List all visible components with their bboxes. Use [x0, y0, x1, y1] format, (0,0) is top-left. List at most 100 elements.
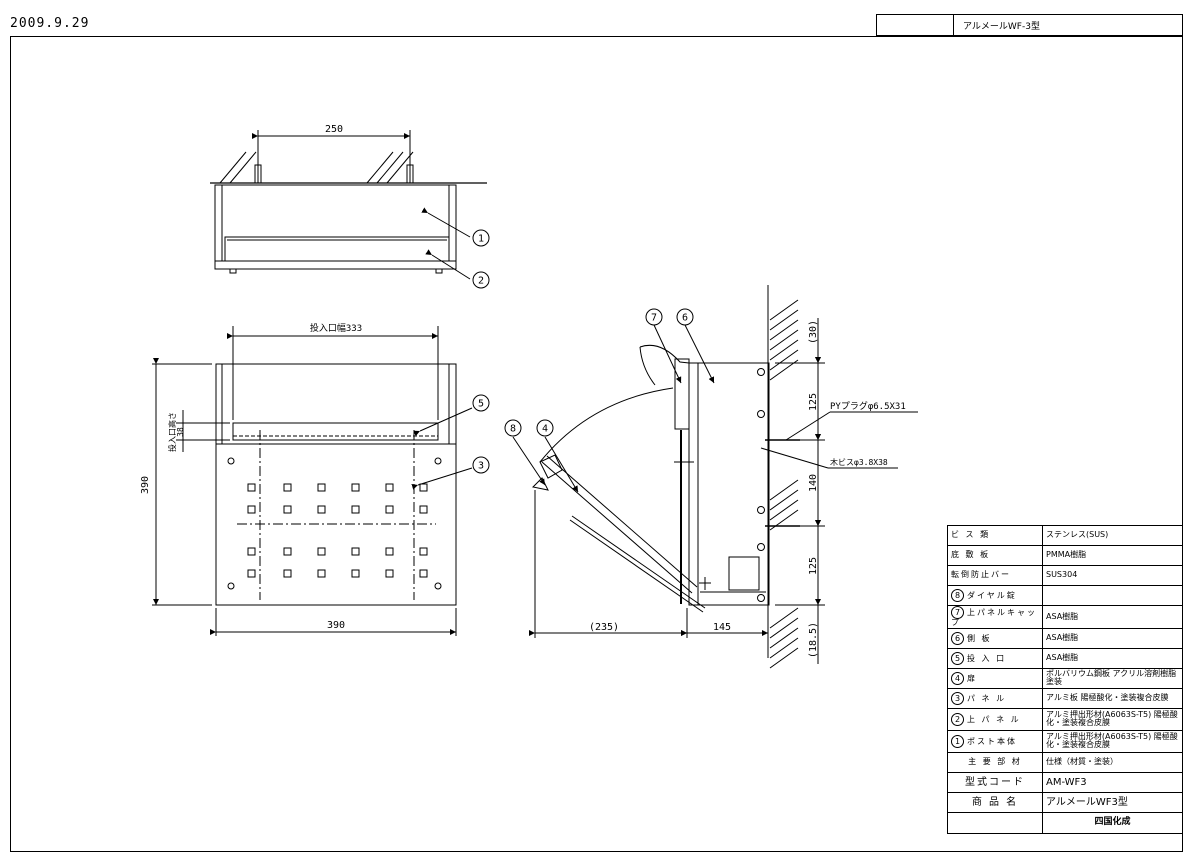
panel-hole: [385, 569, 394, 578]
note-plug: PYプラグφ6.5X31: [830, 400, 906, 412]
footer-name-value: アルメールWF3型: [1042, 791, 1183, 813]
panel-hole: [283, 483, 292, 492]
panel-hole: [385, 547, 394, 556]
panel-hole: [247, 547, 256, 556]
part-number: 3: [951, 691, 964, 705]
dim-width: 390: [327, 620, 345, 631]
spec-row: ビ ス 類 ステンレス(SUS): [947, 525, 1183, 546]
company-logo: 四国化成: [1042, 811, 1183, 834]
callout-4: 4: [536, 419, 554, 437]
part-label: ダイヤル錠: [967, 591, 1017, 600]
callout-6: 6: [676, 308, 694, 326]
panel-hole: [317, 569, 326, 578]
drawing-frame: [10, 36, 1183, 852]
dim-depth-body: 145: [713, 622, 731, 633]
part-number: 5: [951, 651, 964, 665]
part-label: ビ ス 類: [951, 530, 991, 540]
dim-depth-open: (235): [589, 622, 619, 633]
callout-number: 7: [651, 313, 657, 324]
panel-hole: [247, 569, 256, 578]
front-view: 投入口幅333 390 投入口高さ 38 390: [140, 322, 473, 636]
footer-name: 商 品 名アルメールWF3型: [947, 791, 1183, 813]
panel-hole: [247, 505, 256, 514]
part-spec: SUS304: [1042, 565, 1183, 586]
dim-side-bottom: (18.5): [808, 622, 819, 658]
panel-hole: [247, 483, 256, 492]
panel-hole: [385, 483, 394, 492]
part-spec: ポルバリウム鋼板 アクリル溶剤樹脂塗装: [1042, 667, 1183, 689]
part-label: 側 板: [967, 633, 992, 643]
part-label: 投 入 口: [967, 653, 1007, 663]
top-view: 250: [210, 124, 487, 280]
dim-slot-width: 投入口幅333: [310, 322, 362, 334]
callout-number: 6: [682, 313, 688, 324]
dim-top-width: 250: [325, 124, 343, 135]
footer-material: 主 要 部 材仕様（材質・塗装）: [947, 751, 1183, 773]
footer-logo-row: 四国化成: [947, 811, 1183, 834]
part-spec: アルミ板 陽極酸化・塗装複合皮膜: [1042, 687, 1183, 709]
part-number: 4: [951, 671, 964, 685]
part-number: 6: [951, 631, 964, 645]
callouts: 1 2 3 4 5 6 7 8: [472, 229, 694, 474]
part-spec: PMMA樹脂: [1042, 545, 1183, 566]
part-spec: ASA樹脂: [1042, 605, 1183, 629]
panel-hole: [351, 569, 360, 578]
title-header: アルメールWF-3型: [876, 14, 1183, 36]
footer-material-label: 主 要 部 材: [947, 751, 1043, 773]
part-spec: アルミ押出形材(A6063S-T5) 陽極酸化・塗装複合皮膜: [1042, 707, 1183, 731]
part-label: ポスト本体: [967, 736, 1017, 746]
panel-hole: [317, 483, 326, 492]
callout-number: 1: [478, 234, 484, 245]
part-spec: ステンレス(SUS): [1042, 525, 1183, 546]
callout-2: 2: [472, 271, 490, 289]
callout-number: 4: [542, 424, 548, 435]
dim-slot-height-label: 投入口高さ: [167, 412, 177, 452]
panel-hole: [351, 505, 360, 514]
part-number: 2: [951, 712, 964, 726]
callout-7: 7: [645, 308, 663, 326]
callout-1: 1: [472, 229, 490, 247]
panel-hole: [283, 569, 292, 578]
dim-side-mid: 140: [808, 474, 819, 492]
part-spec: [1042, 585, 1183, 606]
callout-8: 8: [504, 419, 522, 437]
panel-hole: [351, 483, 360, 492]
panel-hole: [419, 505, 428, 514]
footer-code-label: 型式コード: [947, 771, 1043, 793]
panel-hole: [283, 547, 292, 556]
dim-side-upper: 125: [808, 393, 819, 411]
footer-material-value: 仕様（材質・塗装）: [1042, 751, 1183, 773]
panel-hole: [317, 547, 326, 556]
part-number: 8: [951, 589, 964, 602]
callout-number: 5: [478, 399, 484, 410]
callout-5: 5: [472, 394, 490, 412]
part-label: 転倒防止バー: [951, 570, 1011, 580]
panel-hole: [351, 547, 360, 556]
callout-3: 3: [472, 456, 490, 474]
footer-code-value: AM-WF3: [1042, 771, 1183, 793]
header-title: アルメールWF-3型: [963, 22, 1040, 32]
callout-number: 8: [510, 424, 516, 435]
dim-slot-height: 38: [176, 427, 185, 437]
spec-row: 底 敷 板 PMMA樹脂: [947, 545, 1183, 566]
panel-hole: [385, 505, 394, 514]
part-label: 上 パ ネ ル: [967, 714, 1021, 724]
drawing-date: 2009.9.29: [10, 16, 90, 31]
panel-hole: [419, 483, 428, 492]
part-label: 上パネルキャップ: [951, 608, 1037, 627]
part-spec: アルミ押出形材(A6063S-T5) 陽極酸化・塗装複合皮膜: [1042, 729, 1183, 753]
note-screw: 木ビスφ3.8X38: [830, 457, 888, 467]
part-label: 扉: [967, 673, 977, 683]
part-label: 底 敷 板: [951, 550, 991, 560]
panel-hole: [283, 505, 292, 514]
